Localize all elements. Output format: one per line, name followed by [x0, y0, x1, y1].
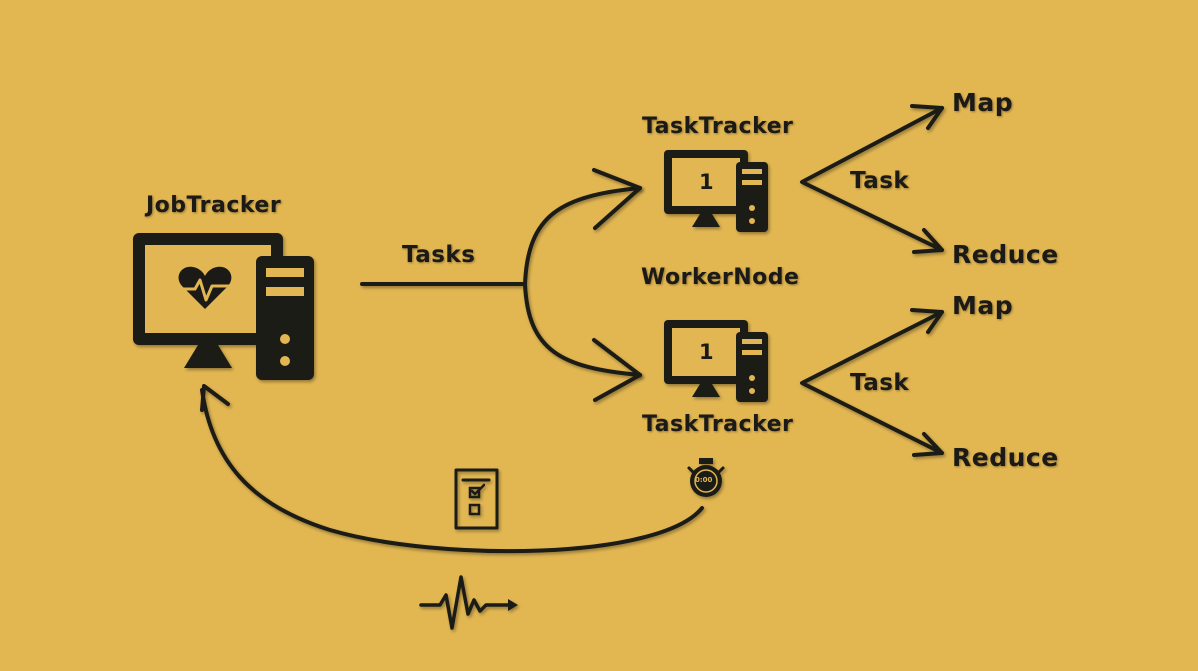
- map-label-bottom: Map: [952, 291, 1014, 320]
- tasktracker-top-screen-number: 1: [699, 170, 715, 194]
- tasks-edge: [360, 186, 642, 377]
- reduce-label-bottom: Reduce: [952, 443, 1059, 472]
- tasktracker-bottom-title: TaskTracker: [642, 412, 794, 437]
- task-label-top: Task: [850, 168, 910, 194]
- arrowhead-top-icon: [592, 168, 642, 230]
- heartbeat-return-arrow: [200, 384, 704, 554]
- workernode-label: WorkerNode: [641, 265, 800, 290]
- pulse-signal-icon: [419, 575, 518, 630]
- jobtracker-computer-icon: [133, 233, 314, 380]
- tasktracker-bottom-computer-icon: [664, 320, 768, 402]
- stopwatch-display: 0:00: [695, 476, 713, 484]
- map-label-top: Map: [952, 88, 1014, 117]
- reduce-label-top: Reduce: [952, 240, 1059, 269]
- arrowhead-bottom-icon: [592, 338, 642, 402]
- jobtracker-title: JobTracker: [146, 193, 282, 218]
- heart-monitor-icon: [178, 266, 232, 309]
- tasks-edge-label: Tasks: [402, 242, 476, 268]
- tasktracker-top-computer-icon: [664, 150, 768, 232]
- task-branch-bottom-arrows: [800, 308, 944, 457]
- task-branch-top-arrows: [800, 104, 944, 254]
- task-label-bottom: Task: [850, 370, 910, 396]
- tasktracker-top-title: TaskTracker: [642, 114, 794, 139]
- tasktracker-bottom-screen-number: 1: [699, 340, 715, 364]
- checklist-document-icon: [454, 468, 499, 530]
- stopwatch-icon: [687, 458, 725, 497]
